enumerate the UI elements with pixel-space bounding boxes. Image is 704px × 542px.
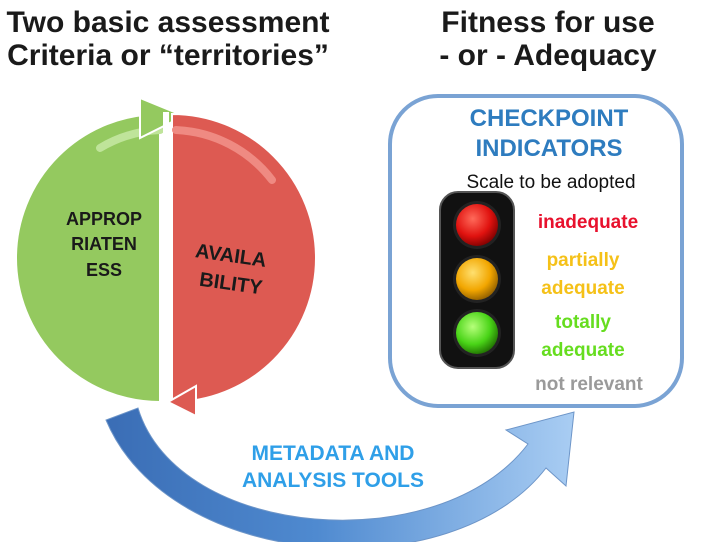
traffic-light-icon [439,191,515,369]
level-totally-line-2: adequate [541,340,624,361]
appropriateness-segment [15,96,187,404]
level-partially-line-1: partially [547,250,620,271]
tools-line-2: ANALYSIS TOOLS [242,469,424,492]
appropriateness-label: APPROP RIATEN ESS [66,209,142,280]
scale-levels: inadequate partially adequate totally ad… [535,212,643,395]
tools-label: METADATA AND ANALYSIS TOOLS [242,442,424,492]
appropriateness-line-1: APPROP [66,209,142,229]
left-heading: Two basic assessment Criteria or “territ… [0,6,336,72]
green-light [456,312,498,354]
appropriateness-line-2: RIATEN [71,234,137,254]
left-heading-line-2: Criteria or “territories” [7,39,329,72]
red-arrow-head [165,384,197,418]
right-heading: Fitness for use - or - Adequacy [392,6,704,72]
green-arrow-head [139,96,187,140]
left-heading-line-1: Two basic assessment [6,6,330,39]
tools-line-1: METADATA AND [252,442,415,465]
checkpoint-title-line-2: INDICATORS [475,135,622,162]
red-light [456,204,498,246]
level-totally-line-1: totally [555,312,611,333]
right-heading-line-2: - or - Adequacy [439,39,657,72]
scale-label: Scale to be adopted [466,172,635,193]
appropriateness-line-3: ESS [86,260,122,280]
checkpoint-title: CHECKPOINT INDICATORS [470,105,629,162]
curved-blue-arrow [105,407,575,542]
level-not-relevant: not relevant [535,374,643,395]
right-heading-line-1: Fitness for use [441,6,655,39]
availability-segment [165,112,317,418]
level-partially-line-2: adequate [541,278,624,299]
level-inadequate: inadequate [538,212,638,233]
checkpoint-title-line-1: CHECKPOINT [470,105,629,132]
amber-light [456,258,498,300]
